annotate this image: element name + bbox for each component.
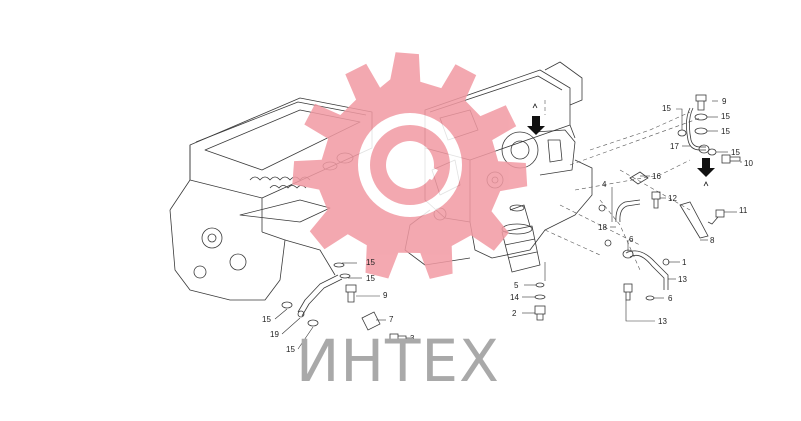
washer-15-a bbox=[694, 113, 708, 121]
washer-15-e bbox=[339, 273, 351, 279]
bracket-8-part bbox=[679, 201, 709, 239]
callout-8: 8 bbox=[710, 236, 715, 245]
part-drawings bbox=[281, 94, 741, 341]
caret-up-icon bbox=[703, 181, 709, 187]
callout-15: 15 bbox=[662, 104, 671, 113]
callout-13: 13 bbox=[678, 275, 687, 284]
callout-6: 6 bbox=[668, 294, 673, 303]
plug-7-part bbox=[361, 311, 381, 331]
callout-15: 15 bbox=[366, 258, 375, 267]
direction-arrows bbox=[527, 103, 715, 187]
callout-7: 7 bbox=[389, 315, 394, 324]
callout-15: 15 bbox=[721, 127, 730, 136]
bolt-9-part bbox=[695, 94, 707, 111]
callout-5: 5 bbox=[514, 281, 519, 290]
seal-14-part bbox=[534, 294, 546, 300]
callout-15: 15 bbox=[366, 274, 375, 283]
callout-13: 13 bbox=[658, 317, 667, 326]
watermark-brand-text: ИНТЕХ bbox=[296, 327, 500, 395]
callout-15: 15 bbox=[262, 315, 271, 324]
callout-11: 11 bbox=[739, 206, 748, 215]
watermark-gear-logo bbox=[292, 52, 528, 279]
washer-6-part bbox=[645, 295, 655, 301]
callout-2: 2 bbox=[512, 309, 517, 318]
caret-up-icon bbox=[532, 103, 538, 109]
down-arrow-icon bbox=[527, 116, 545, 135]
callout-17: 17 bbox=[670, 142, 679, 151]
callout-14: 14 bbox=[510, 293, 519, 302]
plug-3-part bbox=[389, 333, 407, 341]
clip-16-part bbox=[629, 171, 649, 185]
assembly-guide-lines bbox=[544, 100, 701, 271]
down-arrow-icon bbox=[697, 158, 715, 177]
callout-19: 19 bbox=[270, 330, 279, 339]
callout-9-lower: 9 bbox=[383, 291, 388, 300]
callout-15: 15 bbox=[721, 112, 730, 121]
washer-15-f bbox=[333, 262, 345, 268]
washer-15-b bbox=[694, 127, 708, 135]
leader-lines bbox=[274, 100, 742, 350]
callout-16: 16 bbox=[652, 172, 661, 181]
callout-3: 3 bbox=[410, 334, 415, 343]
callout-6: 6 bbox=[629, 235, 634, 244]
washer-15-g bbox=[281, 301, 293, 309]
callout-15: 15 bbox=[731, 148, 740, 157]
callout-18: 18 bbox=[598, 223, 607, 232]
plug-5-part bbox=[535, 282, 545, 288]
callout-labels: 9 15 15 15 17 15 10 16 4 12 11 18 6 8 1 … bbox=[262, 97, 753, 354]
callout-1: 1 bbox=[682, 258, 687, 267]
callout-4: 4 bbox=[602, 180, 607, 189]
washer-15-c bbox=[677, 129, 687, 137]
bolt-11-part bbox=[707, 209, 725, 225]
pipe-18-part bbox=[615, 199, 641, 223]
bolt-12-part bbox=[651, 191, 661, 209]
washer-15-h bbox=[307, 319, 319, 327]
callout-9-top: 9 bbox=[722, 97, 727, 106]
callout-15: 15 bbox=[286, 345, 295, 354]
bolt-13-part bbox=[623, 283, 633, 301]
callout-12: 12 bbox=[668, 194, 677, 203]
pipe-17-part bbox=[686, 107, 706, 151]
bolt-9-lower-part bbox=[345, 284, 357, 303]
sensor-2-part bbox=[534, 305, 546, 321]
pipe-1-part bbox=[625, 250, 669, 290]
bolt-10-part bbox=[721, 154, 741, 164]
callout-10: 10 bbox=[744, 159, 753, 168]
